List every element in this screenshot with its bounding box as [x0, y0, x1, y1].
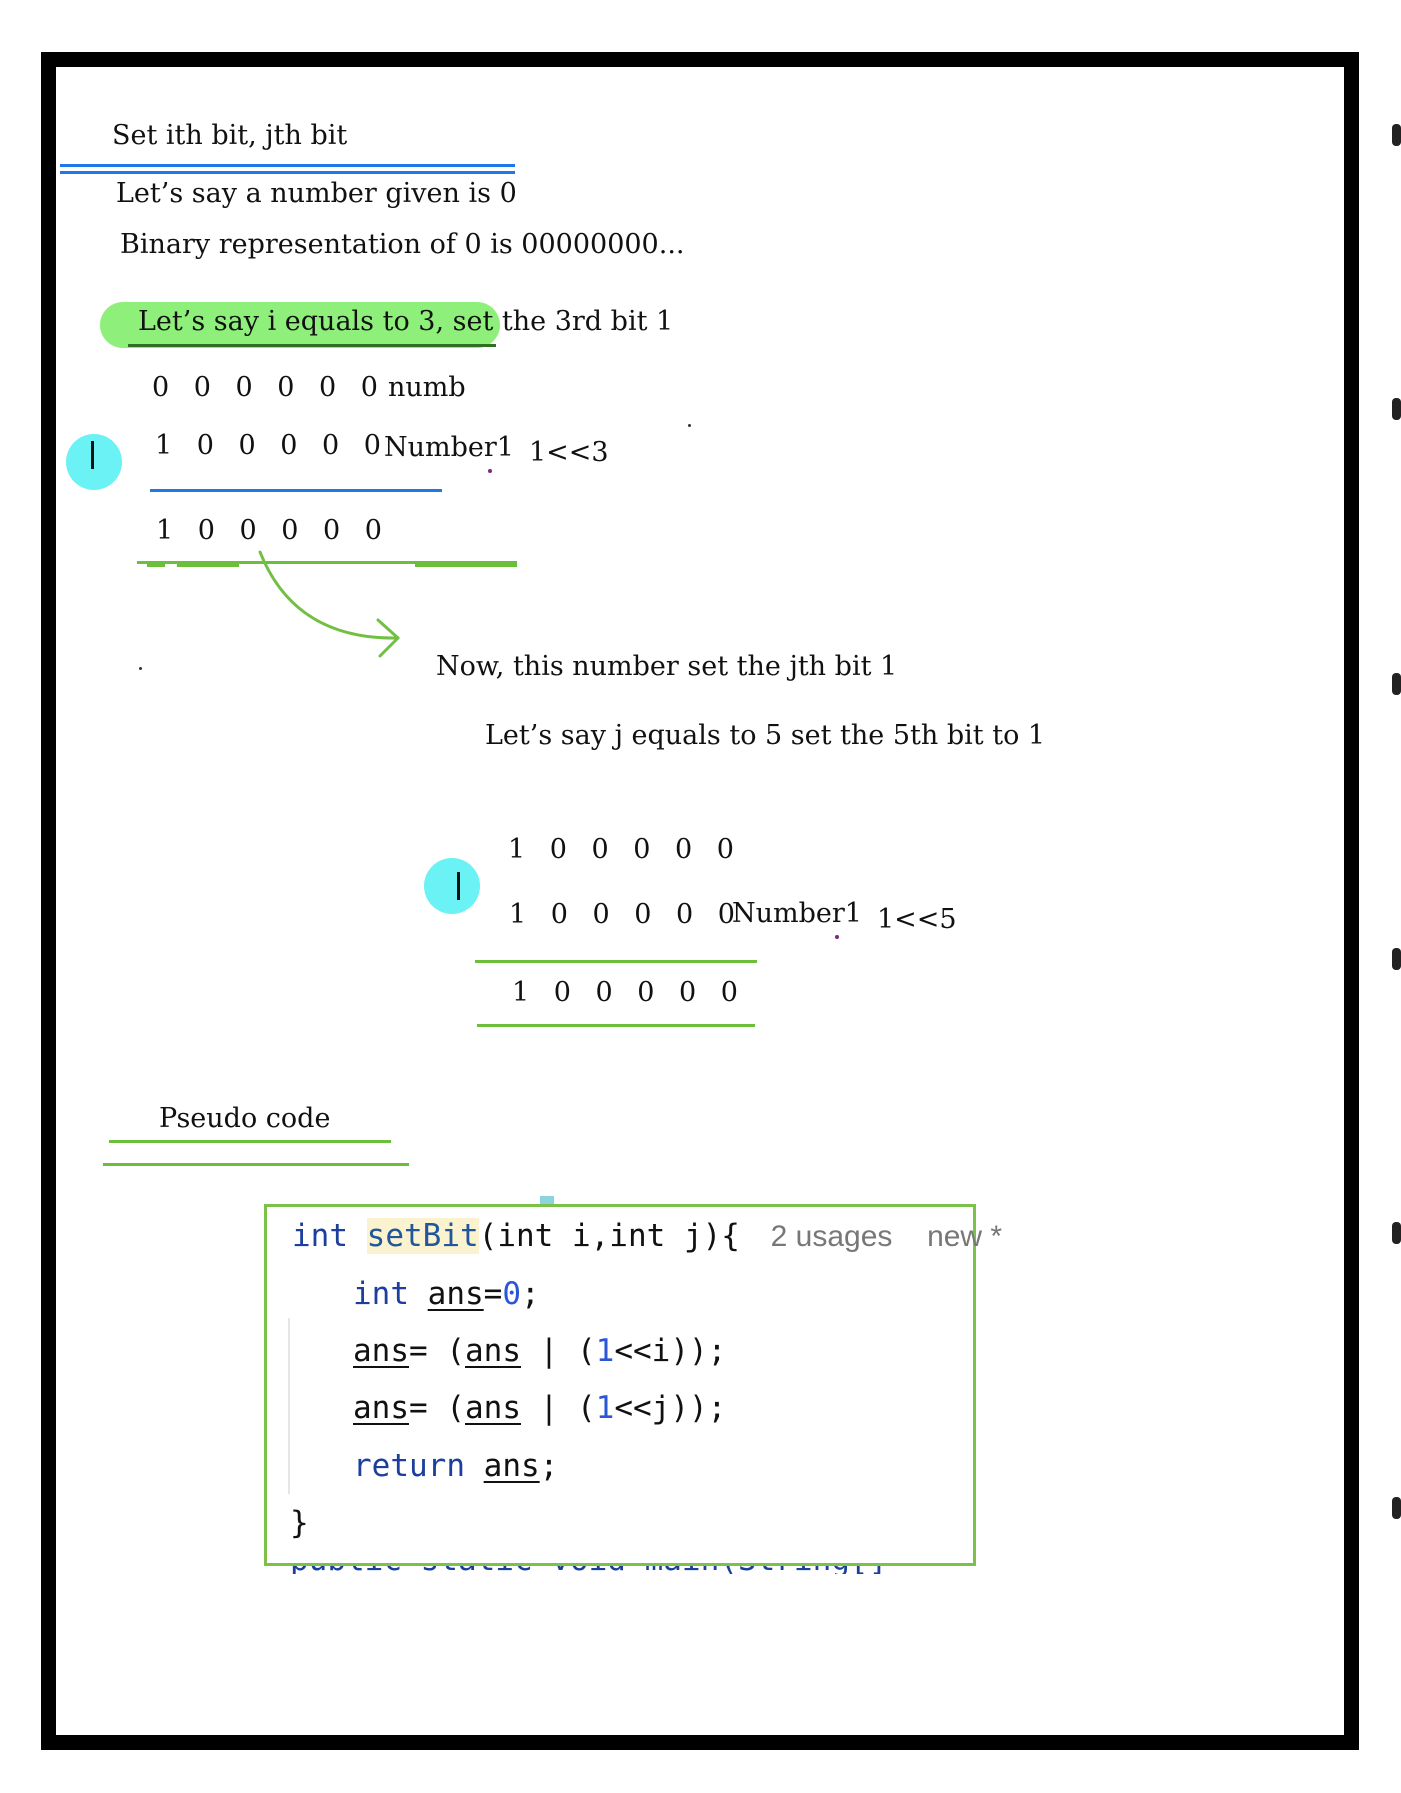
code-new-hint: new *: [927, 1220, 1003, 1253]
intro-line-1: Let’s say a number given is 0: [116, 178, 517, 209]
step1-row2-expr: 1<<3: [529, 437, 609, 468]
ink-speck-2: [835, 935, 839, 939]
code-number: 0: [502, 1276, 522, 1312]
ink-dot: [688, 424, 691, 427]
code-number: 1: [595, 1390, 615, 1426]
step1-row1-label: numb: [388, 372, 466, 403]
code-line-5: return ans;: [353, 1448, 558, 1484]
code-variable: ans: [465, 1333, 521, 1369]
step2-row2-expr: 1<<5: [877, 904, 957, 935]
pseudo-underline-2: [103, 1163, 409, 1166]
code-variable: ans: [427, 1276, 484, 1312]
code-variable: ans: [465, 1390, 521, 1426]
edge-fragment: [1392, 124, 1401, 146]
code-variable: ans: [353, 1333, 409, 1369]
ink-speck: [488, 469, 492, 473]
highlight-underline: [128, 344, 496, 347]
code-punct: ;: [539, 1448, 559, 1484]
step2-row2-label: Number1: [732, 898, 862, 929]
code-params: (int i,int j){: [478, 1218, 740, 1254]
code-operator: | (: [521, 1333, 596, 1369]
code-operator: = (: [409, 1390, 465, 1426]
code-line-4: ans= (ans | (1<<j));: [353, 1390, 726, 1426]
edge-fragment: [1392, 673, 1401, 695]
step2-result-underline: [477, 1024, 755, 1027]
edge-fragment: [1392, 948, 1401, 970]
code-line-6: }: [290, 1505, 309, 1541]
code-keyword: return: [353, 1448, 465, 1484]
code-line-3: ans= (ans | (1<<i));: [353, 1333, 726, 1369]
teal-marker: [540, 1196, 554, 1206]
step2-row1-digits: 1 0 0 0 0 0: [508, 834, 742, 865]
code-variable: ans: [353, 1390, 409, 1426]
step1-underline-stroke-a: [147, 564, 165, 567]
highlight-marker: [100, 302, 500, 348]
cursor-marker-2: [424, 858, 480, 914]
heading-underline-2: [60, 171, 515, 174]
step1-row2-digits: 1 0 0 0 0 0: [155, 430, 389, 461]
edge-fragment: [1392, 398, 1401, 420]
code-block: [264, 1204, 976, 1566]
text-cursor-icon: [91, 441, 94, 469]
edge-fragment: [1392, 1222, 1401, 1244]
pseudo-underline-1: [109, 1140, 391, 1143]
step1-result-underline: [137, 561, 517, 564]
step2-row2-digits: 1 0 0 0 0 0: [509, 899, 743, 930]
code-function-name: setBit: [366, 1218, 479, 1254]
code-number: 1: [595, 1333, 615, 1369]
code-punct: ;: [521, 1276, 540, 1312]
step1-result-digits: 1 0 0 0 0 0: [156, 515, 390, 546]
page-heading: Set ith bit, jth bit: [112, 120, 348, 151]
step1-underline-stroke-b: [177, 564, 239, 567]
highlight-line: Let’s say i equals to 3, set the 3rd bit…: [138, 306, 674, 337]
cursor-marker-1: [66, 434, 122, 490]
code-punct: <<j));: [614, 1390, 727, 1426]
indent-guide: [288, 1318, 290, 1494]
ink-dot-2: [139, 667, 142, 670]
step2-result-digits: 1 0 0 0 0 0: [512, 977, 746, 1008]
code-operator: | (: [521, 1390, 596, 1426]
step1-row1-digits: 0 0 0 0 0 0: [152, 372, 386, 403]
j-line: Let’s say j equals to 5 set the 5th bit …: [485, 720, 1046, 751]
step2-sum-line: [475, 960, 757, 963]
code-operator: =: [483, 1276, 503, 1312]
intro-line-2: Binary representation of 0 is 00000000..…: [120, 229, 685, 260]
code-line-1: int setBit(int i,int j){ 2 usages new *: [292, 1218, 1002, 1254]
code-line-2: int ans=0;: [353, 1276, 540, 1312]
code-keyword: int: [292, 1218, 348, 1254]
arrow-icon: [258, 550, 400, 658]
pseudo-heading: Pseudo code: [159, 1103, 331, 1134]
step1-sum-line: [150, 489, 442, 492]
transition-line: Now, this number set the jth bit 1: [436, 651, 898, 682]
step1-underline-stroke-c: [415, 564, 517, 567]
edge-fragment: [1392, 1497, 1401, 1519]
code-cutoff-text: public static void main(String[] args) {: [290, 1566, 920, 1574]
code-keyword: int: [353, 1276, 409, 1312]
code-cutoff-line: public static void main(String[] args) {: [290, 1566, 920, 1574]
code-punct: <<i));: [614, 1333, 727, 1369]
heading-underline-1: [60, 164, 515, 167]
code-variable: ans: [483, 1448, 540, 1484]
text-cursor-icon-2: [457, 872, 460, 900]
code-usages-hint[interactable]: 2 usages: [770, 1220, 893, 1253]
step1-row2-label: Number1: [384, 432, 514, 463]
code-operator: = (: [409, 1333, 465, 1369]
